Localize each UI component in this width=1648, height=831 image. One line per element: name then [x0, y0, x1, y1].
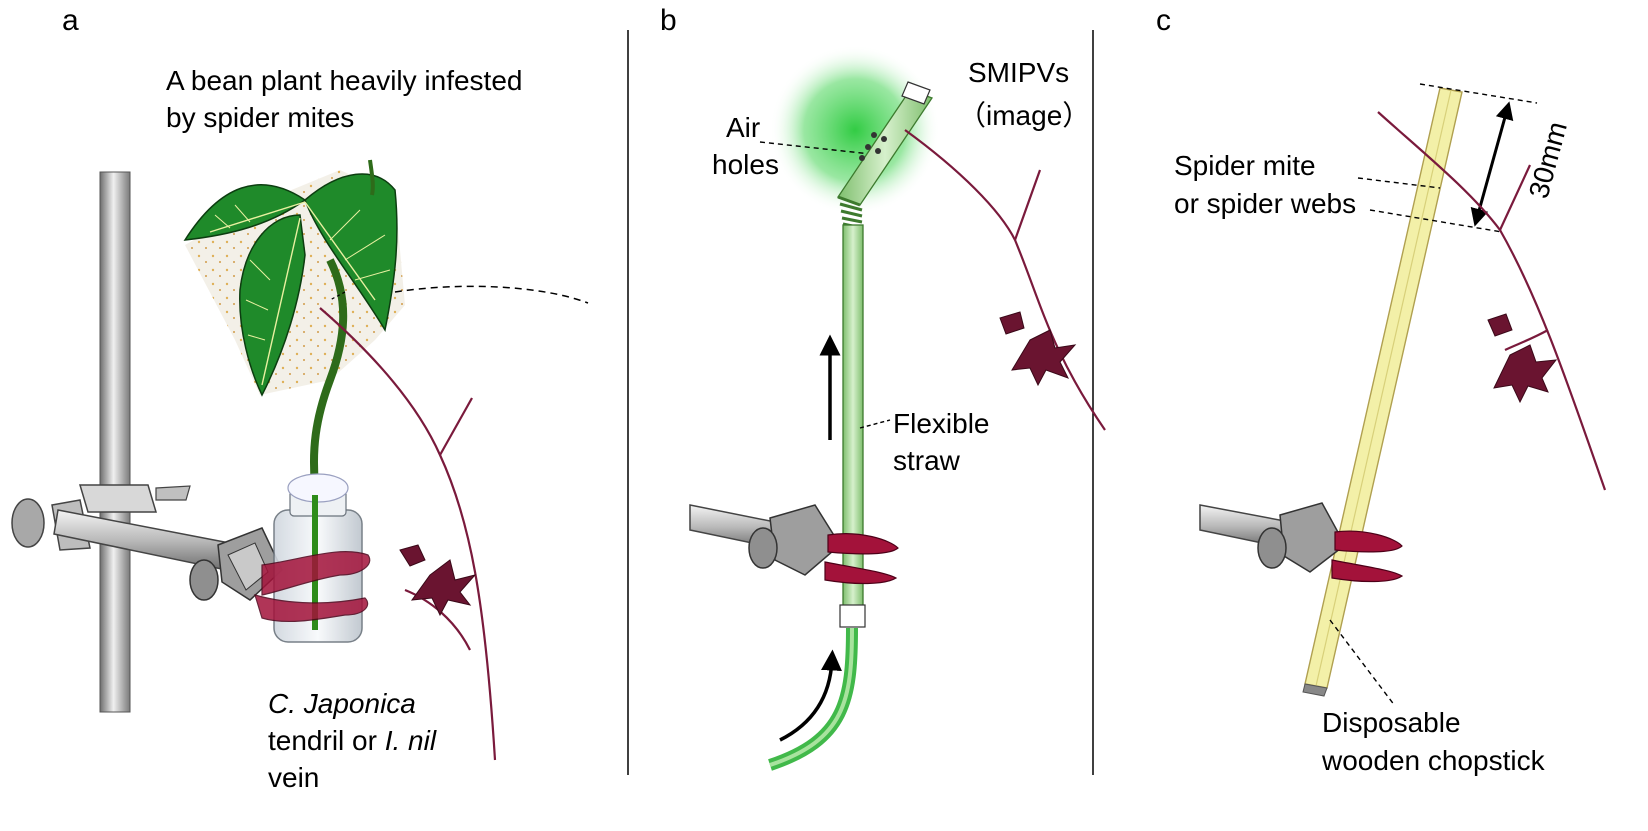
- panel-a-letter: a: [62, 4, 79, 37]
- measure-arrow: [1470, 101, 1514, 227]
- panel-c-letter: c: [1156, 4, 1171, 37]
- panel-b-letter: b: [660, 4, 677, 37]
- flow-arrow-curved: [779, 649, 842, 742]
- tendril-b: [904, 129, 1106, 431]
- dashed-link-a: [394, 285, 589, 304]
- bean-stem: [309, 258, 348, 486]
- volatiles-glow: [770, 45, 940, 215]
- species-caption-line1: C. Japonica: [268, 688, 416, 719]
- bean-plant-label-line2: by spider mites: [166, 102, 354, 133]
- smipv-label: SMIPVs: [968, 57, 1069, 88]
- stand-rod: [99, 171, 131, 713]
- measure-dash-bottom: [1369, 209, 1503, 233]
- red-clamp-jaws-c: [1331, 530, 1404, 583]
- species-caption-line3: vein: [268, 762, 319, 793]
- mite-pointer: [1357, 177, 1441, 189]
- straw-label-line2: straw: [893, 445, 961, 476]
- measure-label: 30mm: [1523, 118, 1573, 201]
- red-clamp-jaws-b: [824, 533, 899, 585]
- panel-c: c 30mm Spider mite or spider webs: [1156, 4, 1607, 776]
- straw-label-line1: Flexible: [893, 408, 989, 439]
- clamp-head-c: [1257, 502, 1346, 573]
- clamp-head-b: [748, 504, 841, 576]
- bean-leaves: [183, 159, 398, 397]
- chopstick-label-line1: Disposable: [1322, 707, 1461, 738]
- panel-b: b SMIPVs （image） Air holes Flexible stra…: [660, 4, 1106, 771]
- red-clamp-jaws-a: [254, 551, 371, 623]
- mite-label-line2: or spider webs: [1174, 188, 1356, 219]
- panel-a: a A bean plant heavily infested by spide…: [11, 4, 589, 793]
- air-holes-label-line2: holes: [712, 149, 779, 180]
- species-caption-line2: tendril or I. nil: [268, 725, 437, 756]
- flexible-straw: [836, 81, 934, 628]
- measure-dash-top: [1419, 83, 1538, 104]
- tendril-leaves-b: [999, 311, 1077, 387]
- smipv-sub-label: （image）: [958, 100, 1090, 131]
- tendril-leaves-c: [1487, 313, 1558, 404]
- mite-label-line1: Spider mite: [1174, 150, 1316, 181]
- air-holes-label-line1: Air: [726, 112, 760, 143]
- bean-plant-label-line1: A bean plant heavily infested: [166, 65, 522, 96]
- air-holes-pointer: [759, 141, 881, 156]
- straw-pointer: [859, 419, 891, 429]
- tendril-leaves-a: [399, 544, 477, 617]
- tendril-c: [1377, 111, 1607, 491]
- chopstick-label-line2: wooden chopstick: [1321, 745, 1546, 776]
- leaf-pointer-arrow: [329, 291, 346, 301]
